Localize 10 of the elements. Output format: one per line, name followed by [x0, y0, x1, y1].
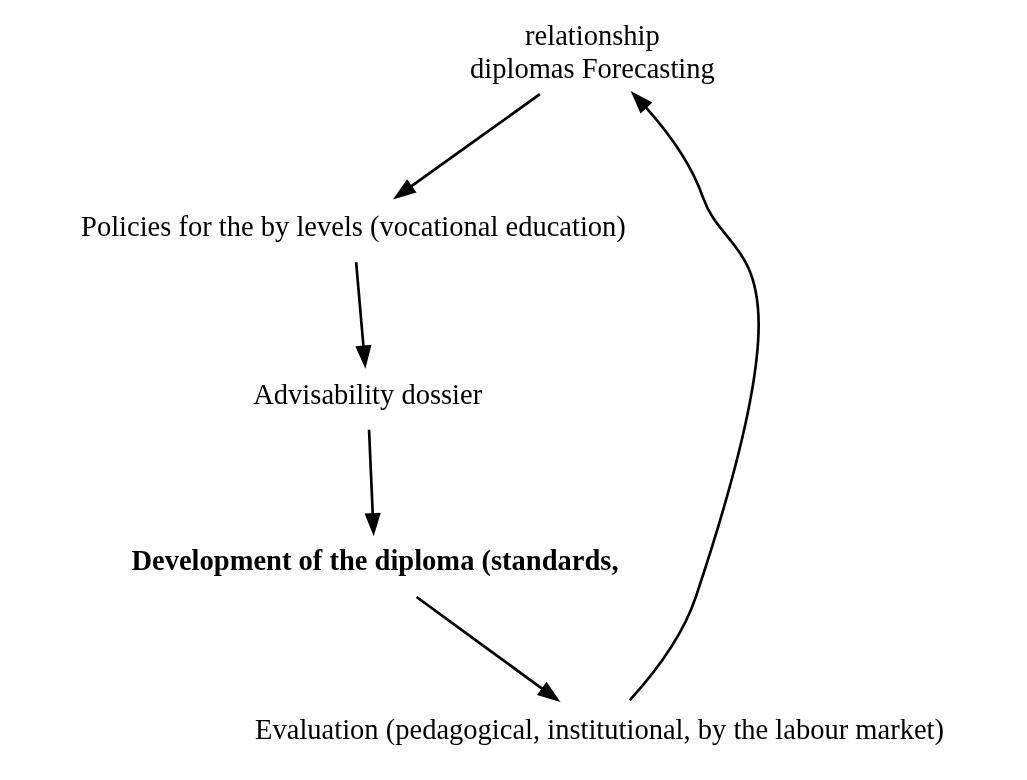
- arrow: [628, 91, 760, 702]
- arrow: [364, 429, 381, 537]
- arrow: [415, 595, 561, 703]
- node-text: Development of the diploma (standards,: [131, 544, 619, 576]
- arrow: [392, 93, 541, 200]
- node-text: Evaluation (pedagogical, institutional, by the labour market): [255, 714, 945, 746]
- node-text: relationship diplomas Forecasting: [470, 20, 715, 84]
- node-text: Advisability dossier: [253, 378, 483, 410]
- arrow: [354, 262, 372, 369]
- node-text: Policies for the by levels (vocational education): [81, 211, 626, 243]
